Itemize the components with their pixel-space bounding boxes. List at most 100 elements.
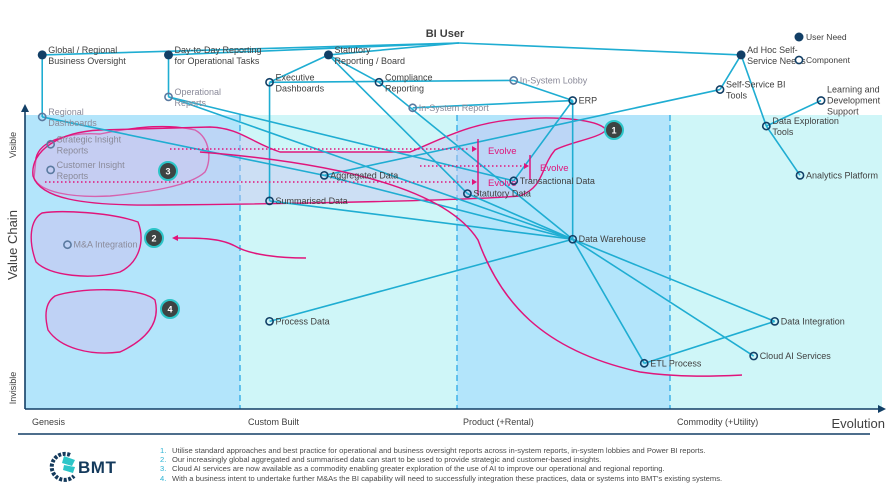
legend-user-need-label: User Need <box>806 32 847 42</box>
component-marker[interactable] <box>715 85 725 94</box>
arrow-to-badge-2 <box>175 237 307 259</box>
link-adhoc-to-data-exploration <box>740 54 768 127</box>
component-marker[interactable] <box>509 76 519 85</box>
component-marker[interactable] <box>46 165 56 175</box>
note-item: 2.Our increasingly global aggregated and… <box>160 455 880 464</box>
x-axis-arrow <box>878 405 886 413</box>
component-marker[interactable] <box>816 96 826 105</box>
evolve-arrowhead <box>472 179 477 185</box>
note-text: With a business intent to undertake furt… <box>172 473 723 483</box>
component-marker[interactable] <box>63 240 72 250</box>
node-label: ETL Process <box>650 358 702 368</box>
node-label: Cloud AI Services <box>760 351 832 361</box>
y-axis-title: Value Chain <box>5 210 20 280</box>
component-marker[interactable] <box>770 316 780 326</box>
node-data-warehouse[interactable]: Data Warehouse <box>568 234 646 244</box>
component-marker[interactable] <box>319 170 329 180</box>
component-marker[interactable] <box>749 351 759 361</box>
component-marker[interactable] <box>374 77 384 87</box>
node-aggregated-data[interactable]: Aggregated Data <box>319 170 399 180</box>
product-band <box>457 115 670 409</box>
node-adhoc[interactable]: Ad Hoc Self-Service Needs <box>736 45 807 66</box>
bmt-logo: BMT <box>48 448 138 486</box>
region-1-outline <box>32 117 607 206</box>
link-exec-dashboards-to-in-system-lobby <box>269 79 514 84</box>
link-data-exploration-to-analytics-platform <box>765 125 801 176</box>
y-axis-visible-label: Visible <box>8 132 18 158</box>
user-need-marker[interactable] <box>164 50 174 60</box>
node-label: Aggregated Data <box>330 170 398 180</box>
node-etl-process[interactable]: ETL Process <box>639 358 702 368</box>
node-label: Ad Hoc Self-Service Needs <box>747 45 806 66</box>
evolve-annotations: Evolve Evolve Evolve <box>45 139 743 377</box>
node-statutory-data[interactable]: Statutory Data <box>463 189 531 199</box>
note-text: Cloud AI services are now available as a… <box>172 464 665 474</box>
stage-custom-built-label: Custom Built <box>248 417 300 427</box>
stage-commodity-label: Commodity (+Utility) <box>677 417 758 427</box>
component-marker[interactable] <box>761 121 771 131</box>
link-bi-user-to-daytoday <box>168 42 460 56</box>
link-bi-user-to-adhoc <box>458 42 742 56</box>
node-in-system-lobby[interactable]: In-System Lobby <box>509 75 588 85</box>
component-marker[interactable] <box>37 112 47 122</box>
user-need-marker[interactable] <box>37 50 47 60</box>
user-need-marker[interactable] <box>323 50 333 60</box>
node-label: Data Warehouse <box>579 234 646 244</box>
component-marker[interactable] <box>463 189 472 198</box>
node-in-system-report[interactable]: In-System Report <box>408 103 489 113</box>
evolve-arrowhead <box>524 163 529 169</box>
stage-genesis-label: Genesis <box>32 417 66 427</box>
badge-2: 2 <box>144 228 164 248</box>
component-marker[interactable] <box>568 96 578 105</box>
node-cloud-ai[interactable]: Cloud AI Services <box>749 351 832 361</box>
link-statutory-board-to-exec-dashboards <box>269 54 329 84</box>
component-marker[interactable] <box>509 176 519 186</box>
node-analytics-platform[interactable]: Analytics Platform <box>795 170 878 180</box>
node-data-integration[interactable]: Data Integration <box>770 316 845 326</box>
annotation-regions <box>30 117 607 354</box>
user-need-marker[interactable] <box>736 50 746 60</box>
legend-user-need-icon <box>794 32 804 42</box>
component-marker[interactable] <box>408 103 418 113</box>
component-marker[interactable] <box>265 196 274 206</box>
link-operational-reports-to-data-warehouse <box>168 96 573 240</box>
component-marker[interactable] <box>164 92 173 102</box>
link-bi-user-to-statutory-board <box>328 42 460 56</box>
component-marker[interactable] <box>46 139 56 149</box>
node-process-data[interactable]: Process Data <box>265 316 330 326</box>
link-aggregated-data-to-self-service-tools <box>324 88 721 177</box>
component-marker[interactable] <box>265 316 274 326</box>
component-marker[interactable] <box>639 358 649 368</box>
node-label: ERP <box>579 96 598 106</box>
badge-3: 3 <box>158 161 178 181</box>
node-transactional-data[interactable]: Transactional Data <box>509 176 595 186</box>
commodity-band <box>670 115 882 409</box>
node-summarised-data[interactable]: Summarised Data <box>265 196 348 206</box>
component-marker[interactable] <box>568 234 578 244</box>
note-number: 2. <box>160 455 167 465</box>
node-erp[interactable]: ERP <box>568 96 598 106</box>
component-marker[interactable] <box>795 170 805 180</box>
node-ma-integration[interactable]: M&A Integration <box>63 240 138 250</box>
node-label: Transactional Data <box>520 176 595 186</box>
link-data-warehouse-to-cloud-ai <box>572 238 755 357</box>
component-marker[interactable] <box>265 77 274 87</box>
dependency-links <box>41 42 822 365</box>
